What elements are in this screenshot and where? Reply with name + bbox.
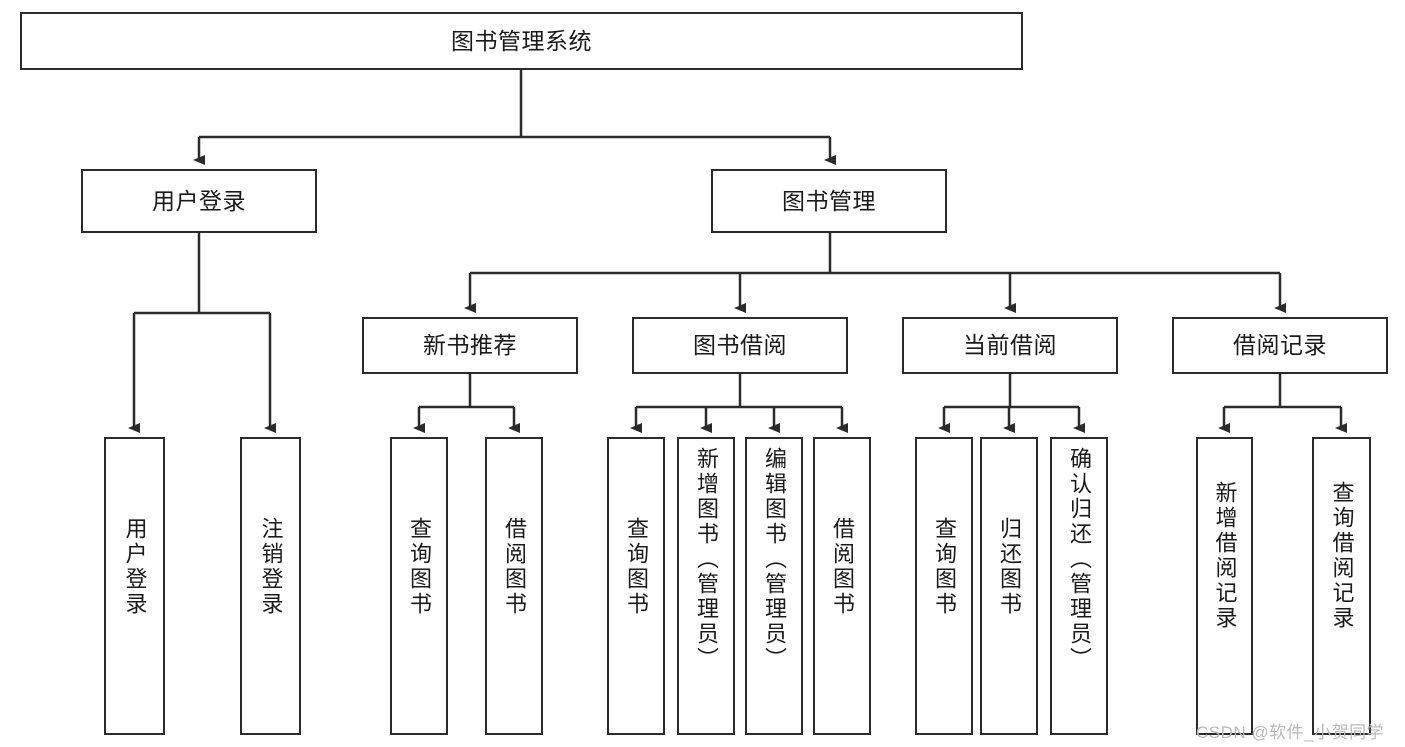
node-leaf-add-record-label: 新增借阅记录 xyxy=(1212,481,1238,631)
node-leaf-query-record-label: 查询借阅记录 xyxy=(1329,481,1355,631)
node-book-management[interactable]: 图书管理 xyxy=(711,169,947,233)
node-leaf-add-record[interactable]: 新增借阅记录 xyxy=(1196,437,1253,735)
node-leaf-logout-login-label: 注销登录 xyxy=(258,517,284,617)
node-user-login[interactable]: 用户登录 xyxy=(81,169,317,233)
node-leaf-user-login-label: 用户登录 xyxy=(122,517,148,617)
node-new-book-recommend[interactable]: 新书推荐 xyxy=(362,317,578,374)
node-book-borrow[interactable]: 图书借阅 xyxy=(632,317,848,374)
node-leaf-user-login[interactable]: 用户登录 xyxy=(104,437,165,735)
node-leaf-borrow-book-1[interactable]: 借阅图书 xyxy=(485,437,543,735)
node-leaf-query-record[interactable]: 查询借阅记录 xyxy=(1312,437,1371,735)
node-leaf-logout-login[interactable]: 注销登录 xyxy=(240,437,301,735)
node-leaf-add-book-label: 新增图书（管理员） xyxy=(694,447,719,672)
node-root-title-label: 图书管理系统 xyxy=(451,27,592,54)
node-leaf-query-book-2-label: 查询图书 xyxy=(624,517,649,617)
node-book-borrow-label: 图书借阅 xyxy=(693,332,787,359)
watermark-text: CSDN @软件_小贺同学 xyxy=(1196,723,1385,742)
node-leaf-query-book-3-label: 查询图书 xyxy=(932,517,957,617)
node-new-book-recommend-label: 新书推荐 xyxy=(423,332,517,359)
node-leaf-query-book-3[interactable]: 查询图书 xyxy=(915,437,973,735)
node-leaf-add-book[interactable]: 新增图书（管理员） xyxy=(677,437,735,735)
node-current-borrow[interactable]: 当前借阅 xyxy=(902,317,1118,374)
node-leaf-edit-book[interactable]: 编辑图书（管理员） xyxy=(745,437,803,735)
node-leaf-return-book-label: 归还图书 xyxy=(997,517,1022,617)
node-root-title[interactable]: 图书管理系统 xyxy=(20,12,1023,70)
node-current-borrow-label: 当前借阅 xyxy=(963,332,1057,359)
node-leaf-return-book[interactable]: 归还图书 xyxy=(980,437,1038,735)
node-leaf-query-book-2[interactable]: 查询图书 xyxy=(607,437,665,735)
node-borrow-record[interactable]: 借阅记录 xyxy=(1172,317,1388,374)
node-borrow-record-label: 借阅记录 xyxy=(1233,332,1327,359)
node-leaf-edit-book-label: 编辑图书（管理员） xyxy=(762,447,787,672)
node-leaf-query-book-1-label: 查询图书 xyxy=(407,517,432,617)
node-leaf-borrow-book-1-label: 借阅图书 xyxy=(502,517,527,617)
node-leaf-borrow-book-2[interactable]: 借阅图书 xyxy=(813,437,871,735)
node-user-login-label: 用户登录 xyxy=(152,187,246,214)
node-leaf-query-book-1[interactable]: 查询图书 xyxy=(390,437,448,735)
node-leaf-confirm-return[interactable]: 确认归还（管理员） xyxy=(1050,437,1108,735)
node-leaf-confirm-return-label: 确认归还（管理员） xyxy=(1067,447,1092,672)
node-book-management-label: 图书管理 xyxy=(782,187,876,214)
node-leaf-borrow-book-2-label: 借阅图书 xyxy=(830,517,855,617)
